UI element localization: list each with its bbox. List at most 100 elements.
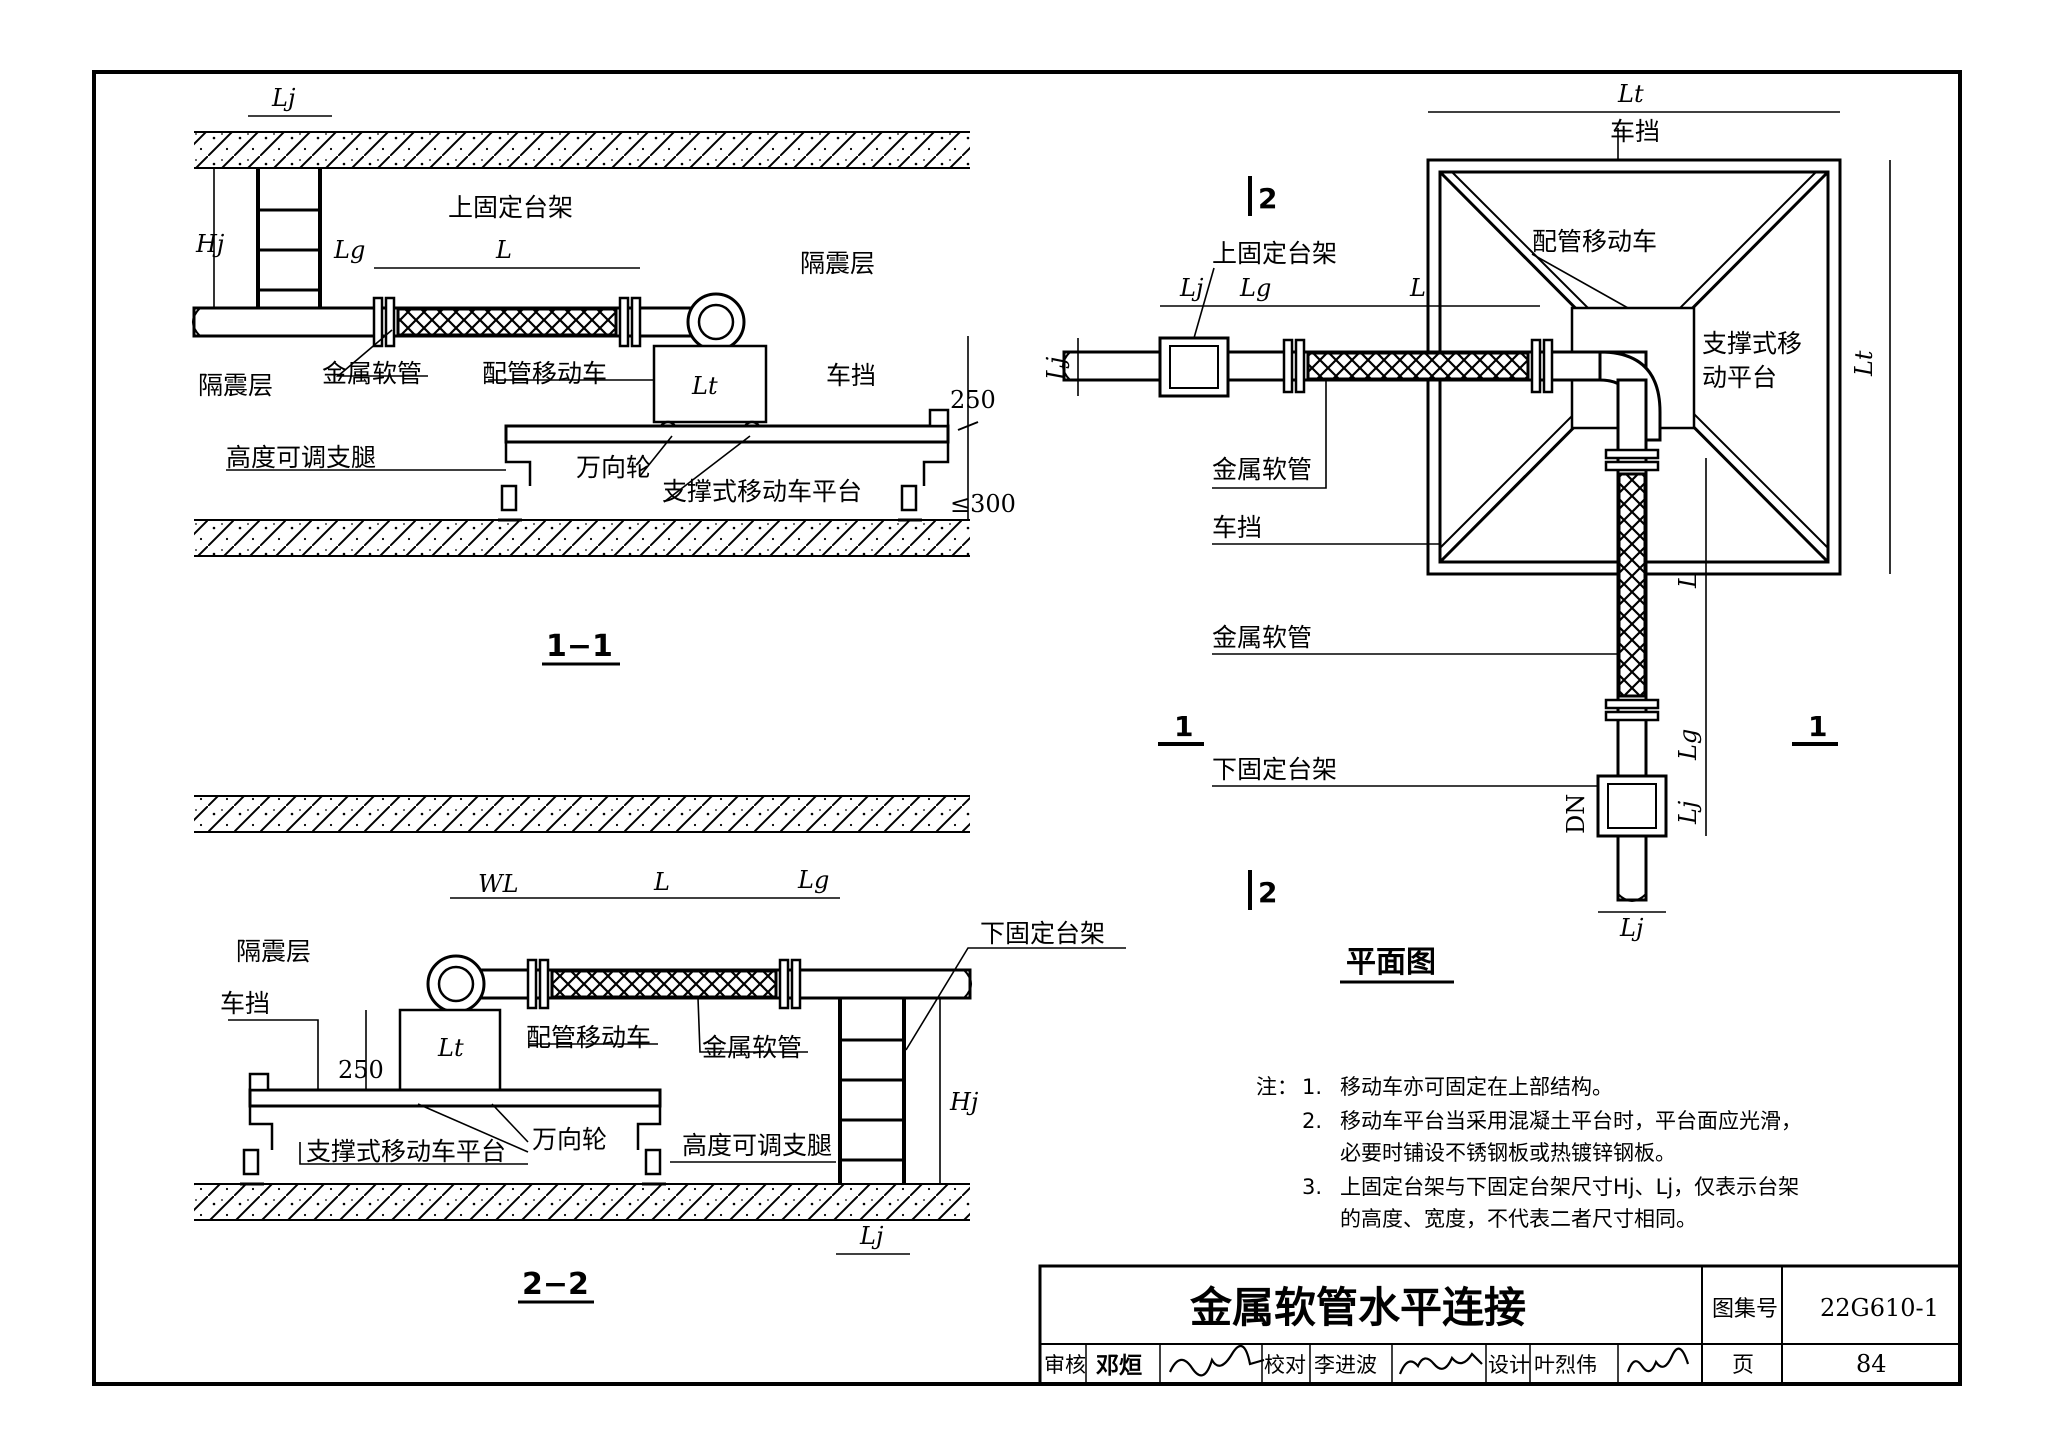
- dim-label-lt-vertical: Lt: [1850, 350, 1878, 377]
- dim-label-l: L: [495, 236, 512, 264]
- dim-label-l: L: [1409, 274, 1426, 302]
- support-platform-label: 支撑式移动车平台: [306, 1137, 506, 1166]
- reviewer-name: 邓烜: [1096, 1353, 1142, 1379]
- ceiling-slab-1-1: [194, 132, 970, 168]
- leader-line: [491, 1103, 529, 1143]
- section-title-2-2: 2−2: [522, 1267, 589, 1302]
- designer-name: 叶烈伟: [1534, 1353, 1597, 1377]
- flange: [526, 958, 538, 1010]
- note-number: 1.: [1302, 1075, 1322, 1099]
- metal-hose-label: 金属软管: [1212, 455, 1312, 484]
- dim-label-lj: Lj: [859, 1222, 884, 1250]
- dim-label-lt: Lt: [691, 372, 718, 400]
- metal-hose-graphic: [396, 307, 618, 337]
- design-label: 设计: [1488, 1353, 1530, 1377]
- support-platform-label-line2: 动平台: [1702, 363, 1777, 392]
- flange: [1282, 338, 1294, 394]
- flange: [778, 958, 790, 1010]
- flange: [790, 958, 802, 1010]
- flange: [1604, 448, 1660, 460]
- leg-foot: [242, 1148, 260, 1176]
- note-line: 必要时铺设不锈钢板或热镀锌钢板。: [1340, 1141, 1676, 1165]
- leader-line: [1531, 253, 1629, 309]
- sheet-border: [92, 70, 1962, 1386]
- stopper-label: 车挡: [1212, 513, 1262, 542]
- pipe-cart-label: 配管移动车: [1532, 227, 1657, 256]
- metal-hose-graphic: [1617, 472, 1647, 698]
- support-platform-deck: [248, 1088, 662, 1108]
- flange: [1604, 460, 1660, 472]
- note-number: 3.: [1302, 1175, 1322, 1199]
- pipe-elbow-inner: [697, 303, 735, 341]
- platform-leg: [636, 1106, 662, 1150]
- plan-title: 平面图: [1346, 945, 1436, 980]
- designer-signature: [1626, 1347, 1690, 1373]
- upper-fixed-frame-elevation: [256, 168, 322, 334]
- pipe-break-mark: [1062, 351, 1071, 381]
- dim-label-lj: Lj: [1619, 914, 1644, 942]
- stopper-1-1: [928, 408, 950, 428]
- flange: [372, 296, 384, 348]
- platform-leg: [922, 442, 950, 486]
- dim-label-lj: Lj: [1179, 274, 1204, 302]
- dim-label-hj: Hj: [195, 230, 225, 258]
- caster-label: 万向轮: [576, 453, 651, 482]
- dim-label-250: 250: [338, 1056, 384, 1084]
- plan-view: Lt Lt Lj Lg L Lj L Lg Lj DN Lj 车挡 配管移动车 …: [1042, 80, 1891, 984]
- dim-label-250: 250: [950, 386, 996, 414]
- dim-label-lg-vertical: Lg: [1674, 729, 1702, 761]
- dim-label-lj: Lj: [271, 84, 296, 112]
- pipe-cart-label: 配管移动车: [526, 1023, 651, 1052]
- review-label: 审核: [1044, 1353, 1086, 1377]
- leader-line: [697, 997, 808, 1053]
- flange: [618, 296, 630, 348]
- atlas-number-label: 图集号: [1712, 1297, 1778, 1322]
- upper-fixed-frame-label: 上固定台架: [448, 193, 573, 222]
- title-block-frame: [1038, 1264, 1962, 1386]
- leader-line: [639, 435, 673, 477]
- title-block: 金属软管水平连接 图集号 22G610-1 审核 邓烜 校对 李进波 设计 叶烈…: [1038, 1264, 1962, 1386]
- metal-hose-label: 金属软管: [322, 359, 422, 388]
- notes: 注： 1. 移动车亦可固定在上部结构。 2. 移动车平台当采用混凝土平台时，平台…: [1256, 1075, 1802, 1231]
- support-platform-label: 支撑式移动车平台: [662, 477, 862, 506]
- adjustable-leg-label: 高度可调支腿: [226, 443, 376, 472]
- stopper-label: 车挡: [1610, 117, 1660, 146]
- leader-line: [299, 1142, 528, 1165]
- flange: [538, 958, 550, 1010]
- pipe-cart-label: 配管移动车: [482, 359, 607, 388]
- section-mark-2-top: 2: [1258, 182, 1277, 215]
- check-label: 校对: [1264, 1353, 1306, 1377]
- floor-slab-1-1: [194, 520, 970, 556]
- metal-hose-label: 金属软管: [702, 1033, 802, 1062]
- dim-label-dn: DN: [1562, 794, 1590, 834]
- note-line: 移动车亦可固定在上部结构。: [1340, 1075, 1613, 1099]
- stopper-label: 车挡: [826, 361, 876, 390]
- isolation-layer-label: 隔震层: [236, 937, 311, 966]
- flange: [384, 296, 396, 348]
- stopper-2-2: [248, 1072, 270, 1092]
- page-number: 84: [1856, 1350, 1887, 1378]
- pipe-cart-body: [652, 344, 768, 424]
- lower-fixed-frame-plan-inner: [1607, 783, 1657, 829]
- dim-label-le300: ≤300: [950, 490, 1016, 518]
- pipe-break-mark: [1617, 893, 1647, 902]
- leader-line: [228, 1019, 319, 1090]
- pipe-break-mark: [963, 969, 972, 999]
- isolation-layer-label: 隔震层: [800, 249, 875, 278]
- note-line: 移动车平台当采用混凝土平台时，平台面应光滑，: [1340, 1109, 1802, 1133]
- pipe-cart-body: [398, 1008, 502, 1094]
- leader-line: [1193, 267, 1215, 339]
- pipe-break-mark: [192, 307, 201, 337]
- platform-leg: [504, 442, 532, 486]
- floor-slab-2-2: [194, 1184, 970, 1220]
- dim-label-wl: WL: [478, 870, 519, 898]
- dim-label-lt: Lt: [437, 1034, 464, 1062]
- pipe-elbow-inner: [437, 965, 475, 1003]
- flange: [630, 296, 642, 348]
- drawing-title: 金属软管水平连接: [1189, 1283, 1526, 1332]
- dim-label-lg: Lg: [333, 236, 365, 264]
- leg-foot: [900, 484, 918, 512]
- dim-label-l: L: [653, 868, 670, 896]
- note-number: 2.: [1302, 1109, 1322, 1133]
